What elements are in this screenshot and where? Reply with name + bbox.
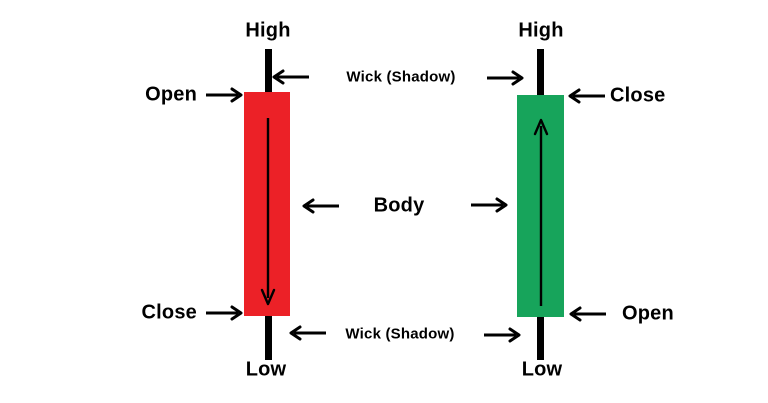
- bearish-high-label: High: [245, 19, 291, 42]
- bearish-close-label: Close: [141, 301, 197, 324]
- bearish-lower-wick: [265, 312, 272, 360]
- bullish-low-label: Low: [521, 358, 563, 381]
- bearish-upper-wick: [265, 49, 272, 95]
- arrow-right-icon: [483, 327, 521, 343]
- arrow-left-icon: [302, 198, 340, 214]
- arrow-left-icon: [272, 69, 310, 85]
- body-label: Body: [373, 194, 425, 217]
- bullish-close-label: Close: [610, 84, 666, 107]
- arrow-right-icon: [470, 197, 508, 213]
- arrow-up-icon: [533, 116, 549, 308]
- arrow-left-icon: [568, 88, 606, 104]
- bearish-low-label: Low: [245, 358, 287, 381]
- bullish-lower-wick: [537, 315, 544, 360]
- arrow-right-icon: [205, 305, 243, 321]
- arrow-left-icon: [289, 325, 327, 341]
- bullish-open-label: Open: [622, 302, 674, 325]
- arrow-down-icon: [260, 116, 276, 308]
- arrow-right-icon: [486, 70, 524, 86]
- bullish-high-label: High: [518, 19, 564, 42]
- wick-shadow-bottom-label: Wick (Shadow): [345, 325, 455, 343]
- bullish-upper-wick: [537, 49, 544, 97]
- wick-shadow-top-label: Wick (Shadow): [346, 68, 456, 86]
- arrow-right-icon: [205, 87, 243, 103]
- arrow-left-icon: [569, 306, 607, 322]
- bearish-open-label: Open: [145, 83, 197, 106]
